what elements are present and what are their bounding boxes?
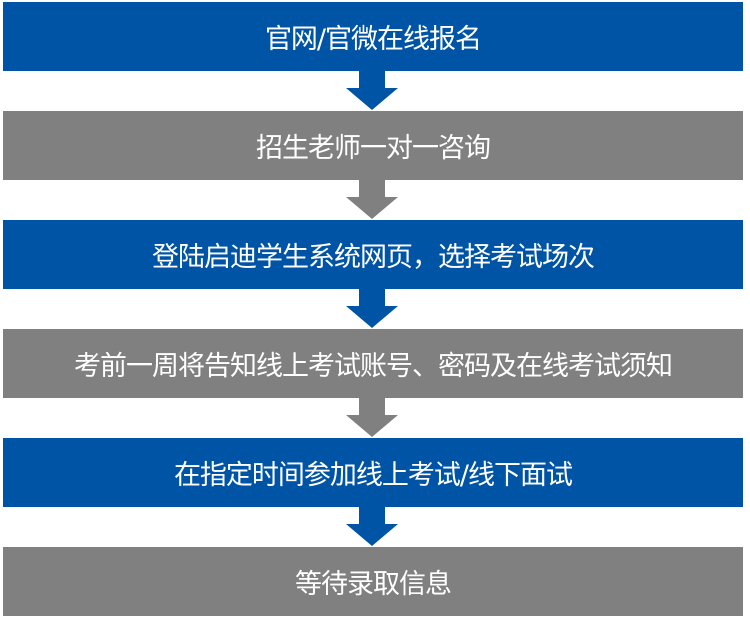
step-exam-notice: 考前一周将告知线上考试账号、密码及在线考试须知 (3, 329, 743, 398)
arrow-down-icon (346, 180, 398, 219)
arrow-down-icon (346, 71, 398, 110)
arrow-down-icon (346, 507, 398, 546)
step-label: 登陆启迪学生系统网页，选择考试场次 (152, 242, 595, 273)
step-label: 考前一周将告知线上考试账号、密码及在线考试须知 (74, 351, 673, 382)
step-consultation: 招生老师一对一咨询 (3, 111, 743, 180)
step-label: 等待录取信息 (295, 569, 452, 600)
step-await-admission: 等待录取信息 (3, 547, 743, 616)
step-online-registration: 官网/官微在线报名 (3, 2, 743, 71)
step-take-exam: 在指定时间参加线上考试/线下面试 (3, 438, 743, 507)
step-label: 招生老师一对一咨询 (256, 133, 491, 164)
arrow-down-icon (346, 398, 398, 437)
step-label: 在指定时间参加线上考试/线下面试 (173, 460, 573, 491)
step-select-exam-session: 登陆启迪学生系统网页，选择考试场次 (3, 220, 743, 289)
arrow-down-icon (346, 289, 398, 328)
step-label: 官网/官微在线报名 (264, 24, 482, 55)
